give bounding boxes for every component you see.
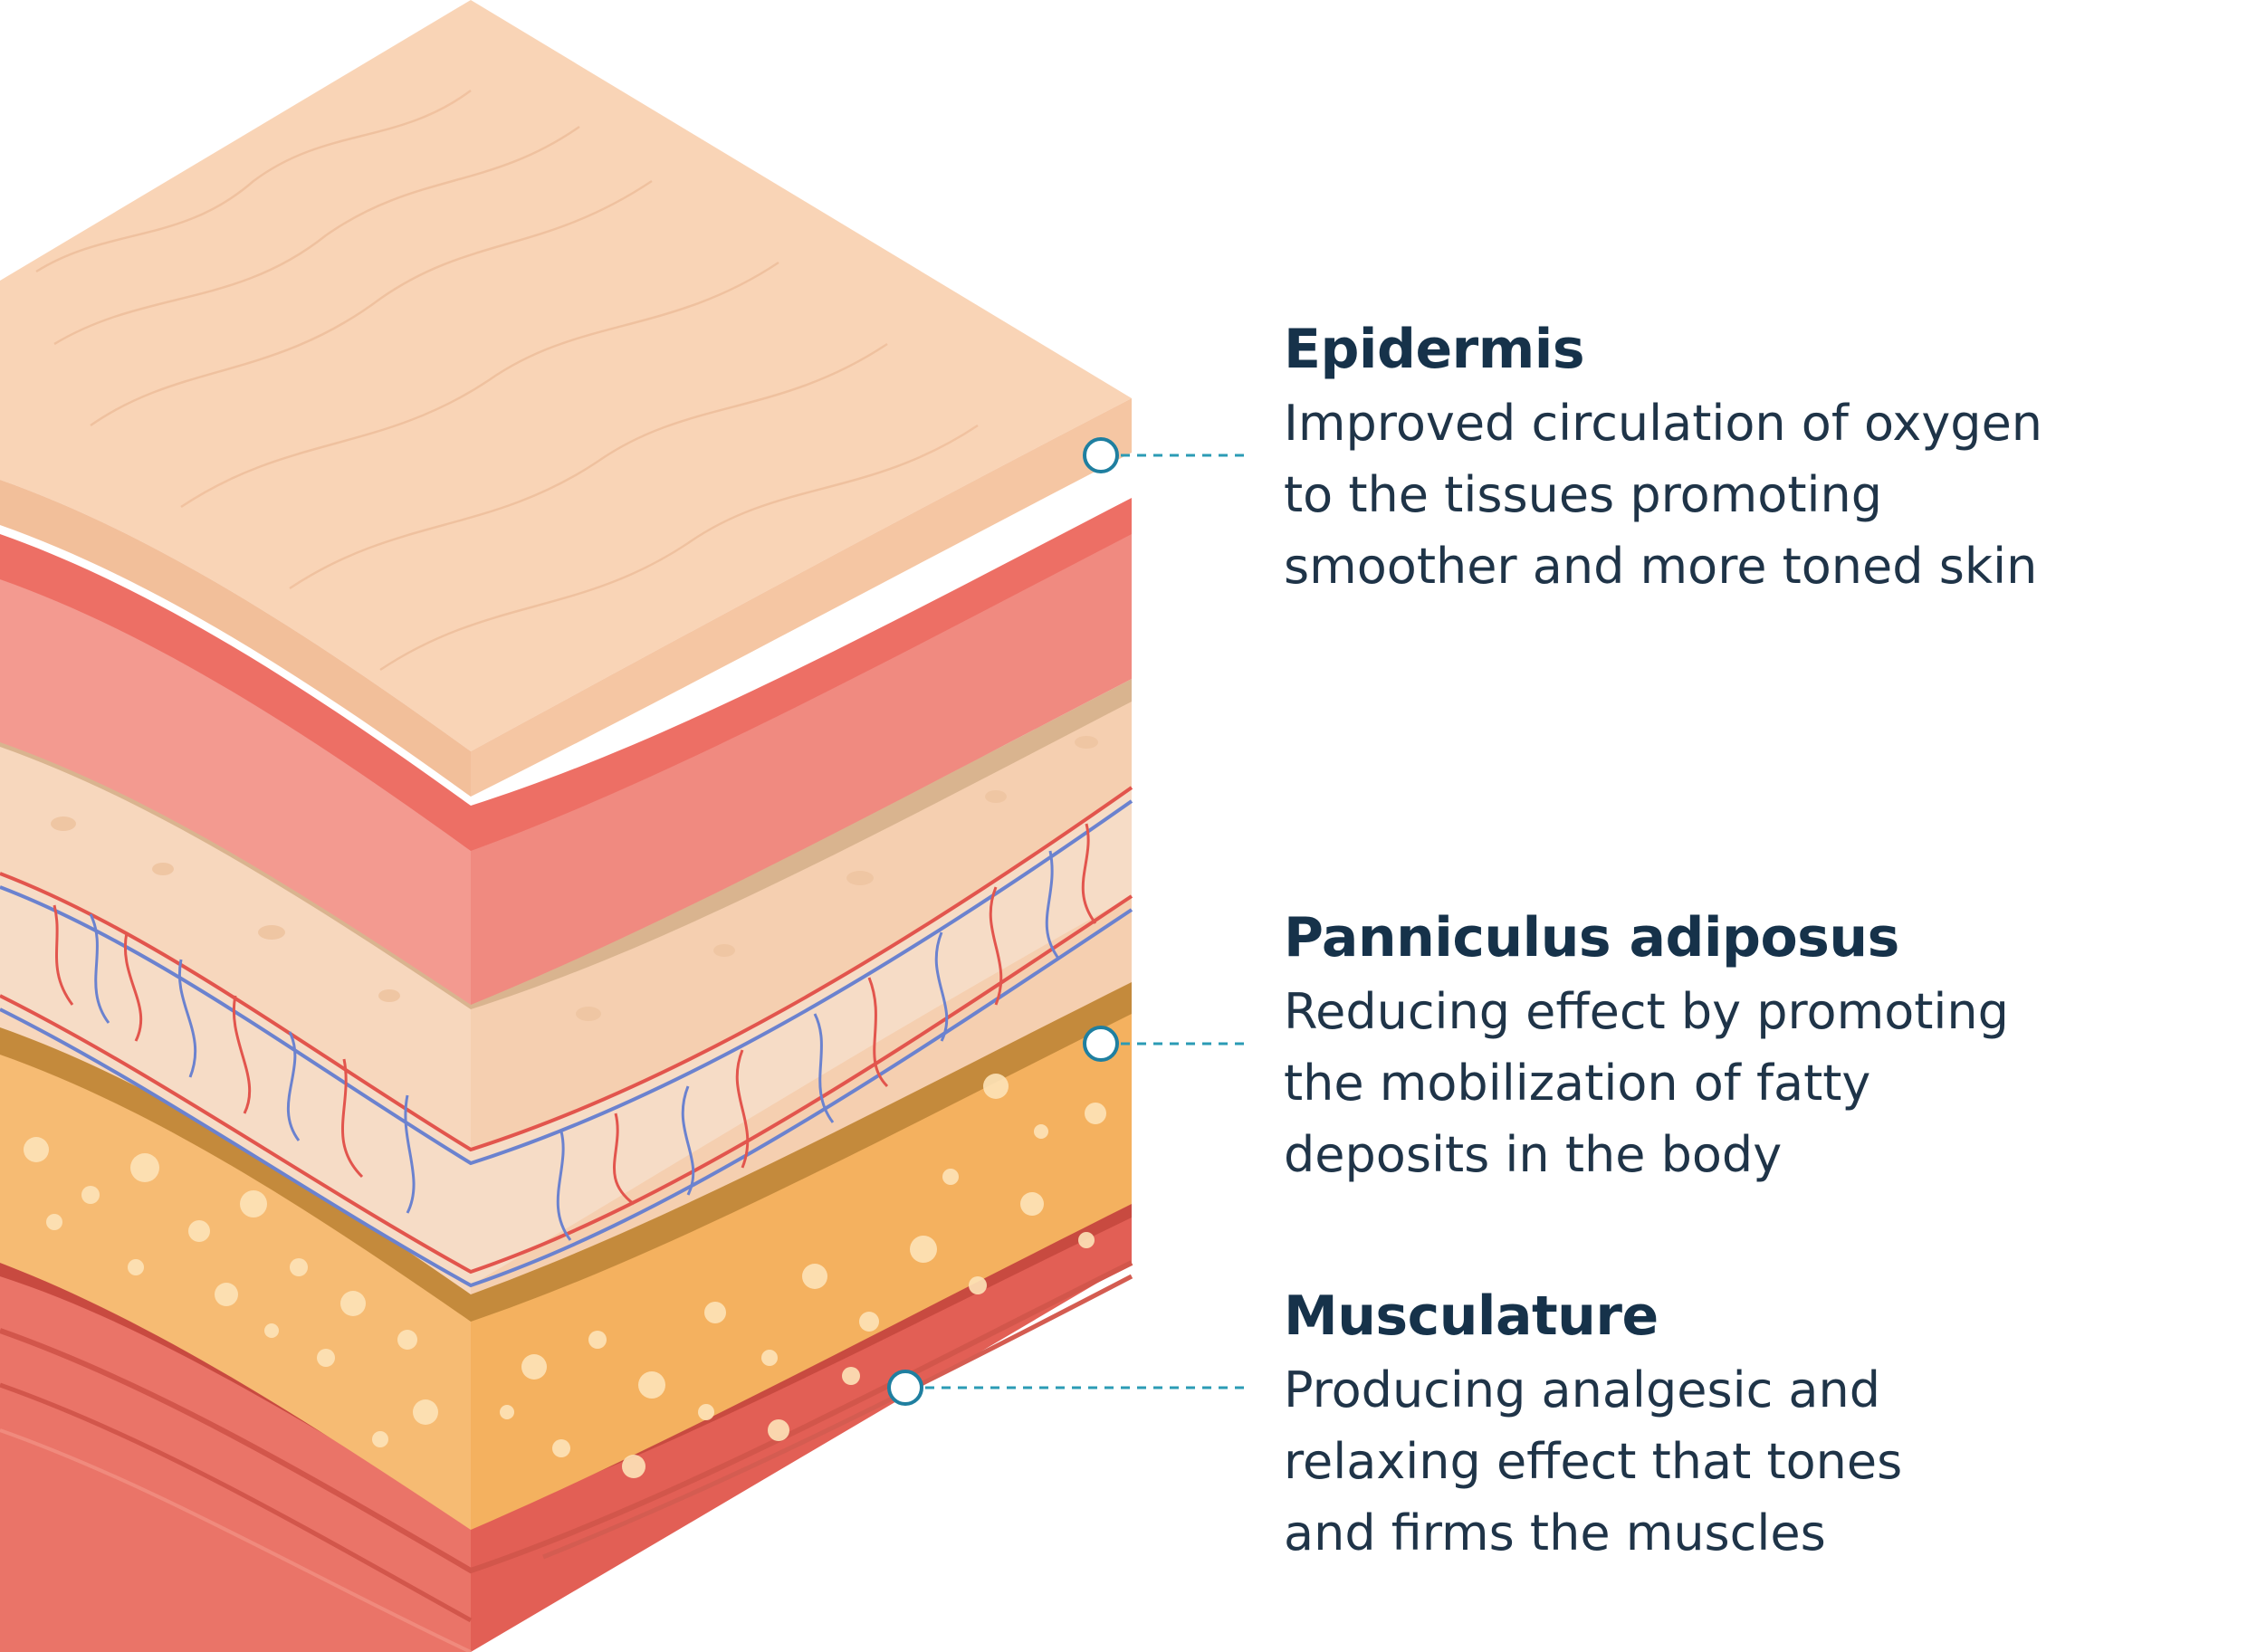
epidermis-layer — [0, 0, 1132, 797]
dermis-front-face — [0, 552, 471, 1005]
connector-dot-musculature — [887, 1370, 923, 1406]
musculature-description: Producing analgesic and relaxing effect … — [1284, 1354, 2216, 1569]
description-line: relaxing effect that tones — [1284, 1433, 1903, 1490]
musculature-label-block: Musculature Producing analgesic and rela… — [1284, 1284, 2216, 1569]
epidermis-label-block: Epidermis Improved circulation of oxygen… — [1284, 317, 2216, 602]
epidermis-front-face — [0, 480, 471, 797]
connector-dot-panniculus — [1083, 1026, 1119, 1062]
connector-epidermis — [1083, 437, 1248, 473]
description-line: deposits in the body — [1284, 1126, 1783, 1183]
dermis-top-band — [0, 498, 1132, 851]
epidermis-title: Epidermis — [1284, 318, 1585, 381]
description-line: smoother and more toned skin — [1284, 538, 2038, 595]
musculature-title: Musculature — [1284, 1284, 1659, 1348]
description-line: and firms the muscles — [1284, 1504, 1826, 1561]
description-line: Improved circulation of oxygen — [1284, 395, 2043, 452]
panniculus-title: Panniculus adiposus — [1284, 906, 1899, 969]
dermis-red-layer — [0, 498, 1132, 1005]
dermis-right-face — [471, 516, 1132, 1005]
description-line: Reducing effect by promoting — [1284, 983, 2009, 1040]
epidermis-right-face — [471, 398, 1132, 797]
connector-dot-epidermis — [1083, 437, 1119, 473]
connector-musculature — [887, 1370, 1248, 1406]
description-line: Producing analgesic and — [1284, 1361, 1881, 1418]
epidermis-top-face — [0, 0, 1132, 751]
panniculus-label-block: Panniculus adiposus Reducing effect by p… — [1284, 905, 2216, 1190]
connector-panniculus — [1083, 1026, 1248, 1062]
fat-right-face — [471, 996, 1132, 1530]
description-line: the mobilization of fatty — [1284, 1055, 1871, 1112]
fat-front-face — [0, 1041, 471, 1530]
description-line: to the tissues promoting — [1284, 466, 1882, 523]
panniculus-description: Reducing effect by promoting the mobiliz… — [1284, 976, 2216, 1190]
epidermis-description: Improved circulation of oxygen to the ti… — [1284, 387, 2216, 602]
